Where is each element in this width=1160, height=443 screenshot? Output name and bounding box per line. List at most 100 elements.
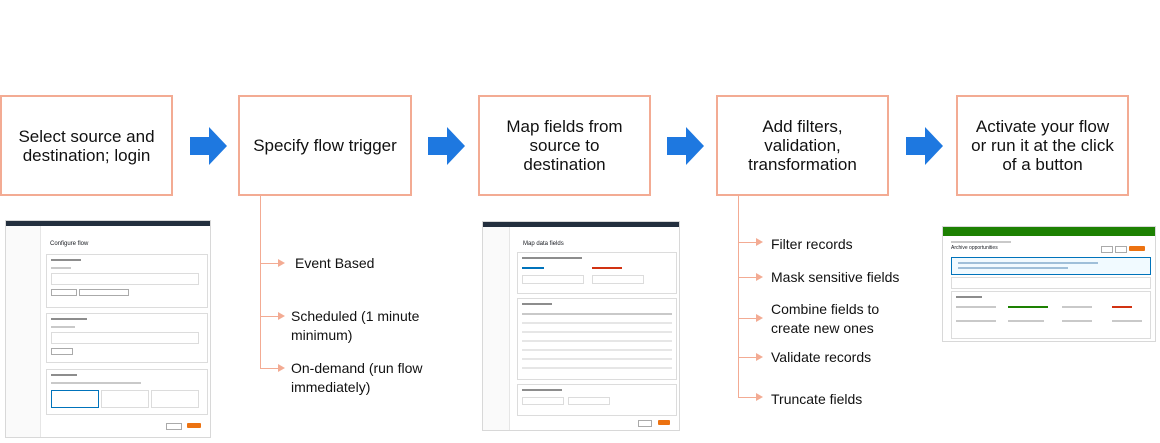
step-add-filters: Add filters, validation, transformation	[716, 95, 889, 196]
branch-line	[738, 357, 756, 358]
success-banner	[943, 227, 1155, 236]
text-line	[522, 303, 552, 305]
branch-line	[738, 242, 756, 243]
destination-field-select	[592, 275, 644, 284]
text-line	[958, 267, 1068, 269]
branch-arrow-icon	[756, 393, 763, 401]
trigger-connector-line	[260, 196, 261, 368]
transform-option-truncate: Truncate fields	[771, 391, 863, 407]
run-flow-button	[1129, 246, 1145, 251]
console-sidebar	[6, 226, 41, 437]
step-label: Add filters, validation, transformation	[748, 117, 857, 174]
step-specify-trigger: Specify flow trigger	[238, 95, 412, 196]
destination-radio	[592, 267, 622, 269]
branch-arrow-icon	[278, 312, 285, 320]
table-row	[522, 340, 672, 342]
branch-line	[738, 277, 756, 278]
trigger-option-tile	[101, 390, 149, 408]
edit-button	[1115, 246, 1127, 253]
table-row	[522, 349, 672, 351]
console-sidebar	[483, 227, 510, 430]
transform-option-validate: Validate records	[771, 349, 872, 365]
trigger-option-event: Event Based	[295, 255, 375, 271]
branch-line	[738, 318, 756, 319]
transform-option-filter: Filter records	[771, 236, 853, 252]
text-line	[1008, 320, 1044, 322]
condition-select	[522, 397, 564, 405]
connect-button	[51, 289, 77, 296]
text-line	[1112, 320, 1142, 322]
text-line	[51, 382, 141, 384]
configure-flow-screenshot: Configure flow	[5, 220, 211, 438]
step-label: Specify flow trigger	[253, 136, 397, 155]
text-line	[51, 318, 87, 320]
delete-button	[1101, 246, 1113, 253]
mapping-method-card	[517, 252, 677, 294]
right-arrow-icon	[428, 127, 465, 165]
text-line	[958, 262, 1098, 264]
destination-select	[51, 332, 199, 344]
map-data-fields-screenshot: Map data fields	[482, 221, 680, 431]
step-activate-flow: Activate your flow or run it at the clic…	[956, 95, 1129, 196]
branch-arrow-icon	[756, 238, 763, 246]
validations-card	[517, 384, 677, 416]
flow-status-row	[951, 277, 1151, 289]
text-line	[1062, 306, 1092, 308]
transform-option-mask: Mask sensitive fields	[771, 269, 900, 285]
branch-line	[260, 316, 278, 317]
table-row	[522, 331, 672, 333]
branch-arrow-icon	[278, 364, 285, 372]
info-alert	[951, 257, 1151, 275]
step-label: Map fields from source to destination	[506, 117, 623, 174]
branch-line	[260, 263, 278, 264]
right-arrow-icon	[190, 127, 227, 165]
trigger-option-tile	[151, 390, 199, 408]
transform-connector-line	[738, 196, 739, 398]
text-line	[51, 374, 77, 376]
next-button	[187, 423, 201, 428]
branch-arrow-icon	[756, 314, 763, 322]
source-select	[51, 273, 199, 285]
text-line	[956, 296, 982, 298]
text-line	[956, 306, 996, 308]
source-radio	[522, 267, 544, 269]
table-row	[522, 358, 672, 360]
step-map-fields: Map fields from source to destination	[478, 95, 651, 196]
previous-button	[638, 420, 652, 427]
screenshot-title: Map data fields	[523, 241, 564, 247]
connection-select	[79, 289, 129, 296]
text-line	[956, 320, 996, 322]
text-line	[1112, 306, 1132, 308]
branch-arrow-icon	[756, 353, 763, 361]
previous-button	[166, 423, 182, 430]
branch-line	[738, 397, 756, 398]
text-line	[522, 257, 582, 259]
branch-arrow-icon	[756, 273, 763, 281]
event-details-card	[46, 254, 208, 308]
next-button	[658, 420, 670, 425]
browse-button	[51, 348, 73, 355]
right-arrow-icon	[667, 127, 704, 165]
right-arrow-icon	[906, 127, 943, 165]
flow-details-card	[951, 291, 1151, 339]
text-line	[522, 389, 562, 391]
console-top-bar	[6, 221, 210, 226]
screenshot-title: Archive opportunities	[951, 245, 998, 251]
branch-line	[260, 368, 278, 369]
source-field-select	[522, 275, 584, 284]
step-label: Select source and destination; login	[18, 126, 155, 165]
trigger-option-on-demand: On-demand (run flow immediately)	[291, 360, 423, 395]
text-line	[51, 326, 75, 328]
trigger-option-tile	[51, 390, 99, 408]
text-line	[1008, 306, 1048, 308]
flow-trigger-card	[46, 369, 208, 415]
screenshot-title: Configure flow	[50, 241, 89, 247]
flow-details-screenshot: Archive opportunities	[942, 226, 1156, 342]
branch-arrow-icon	[278, 259, 285, 267]
table-header	[522, 313, 672, 315]
table-row	[522, 322, 672, 324]
text-line	[51, 259, 81, 261]
console-top-bar	[483, 222, 679, 227]
text-line	[51, 267, 71, 269]
mapped-fields-table	[517, 298, 677, 380]
